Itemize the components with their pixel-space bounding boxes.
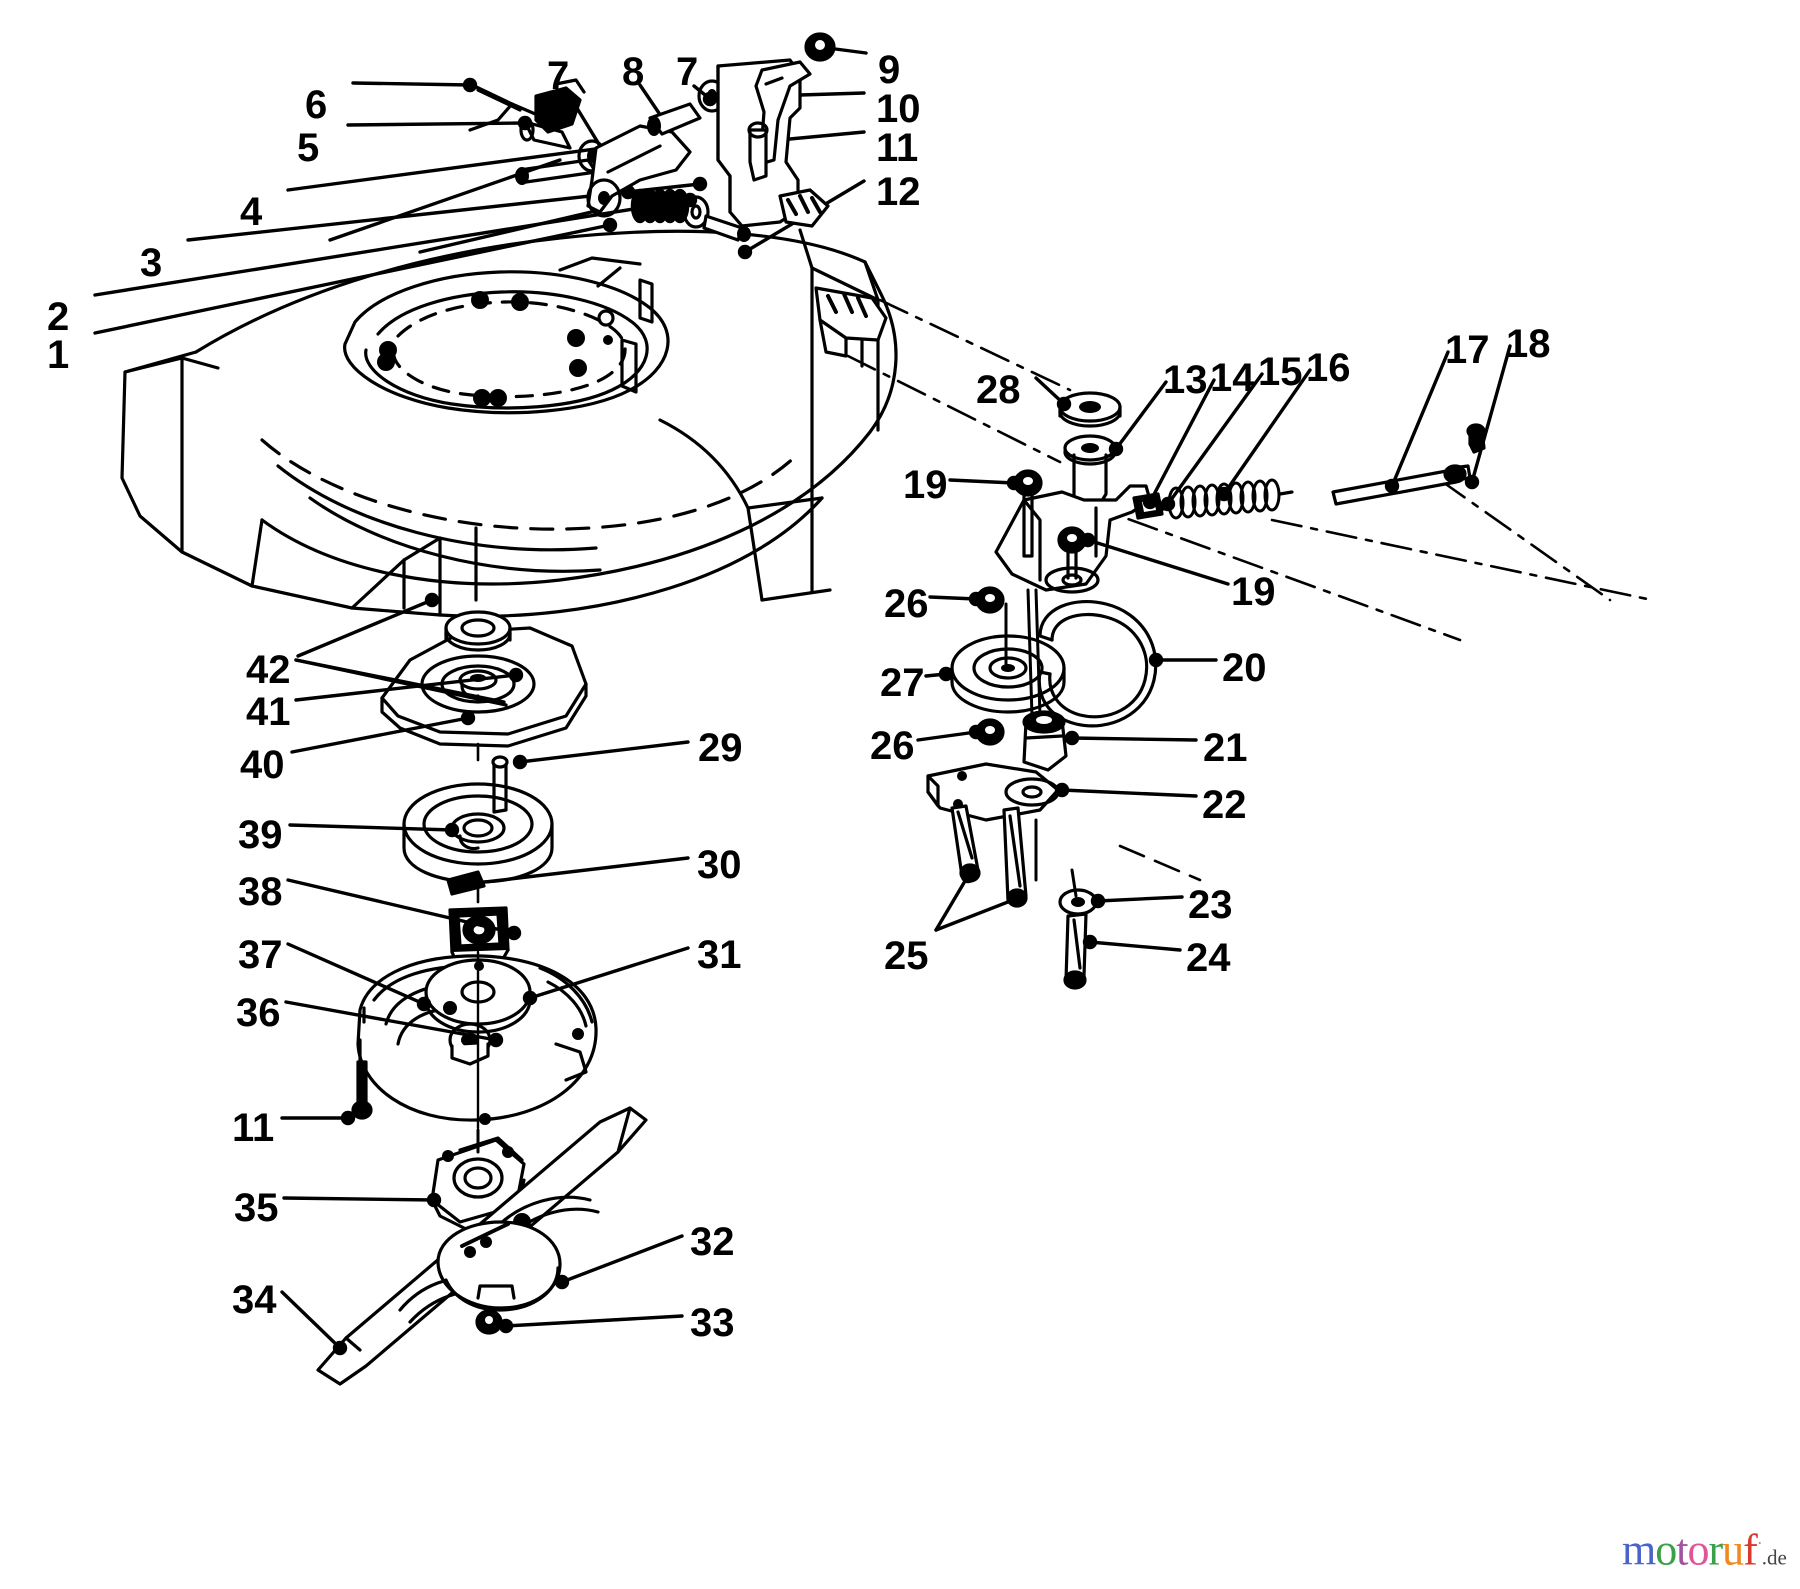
callout-number-33: 33 [690,1301,735,1345]
callout-number-15: 15 [1258,350,1303,394]
callout-number-19b: 19 [1231,570,1276,614]
callout-number-22: 22 [1202,783,1247,827]
callout-number-2: 2 [47,295,70,339]
callout-number-11a: 11 [876,126,919,170]
watermark-letter-o-1: o [1655,1525,1677,1575]
callout-number-37: 37 [238,933,283,977]
callout-number-32: 32 [690,1220,735,1264]
callout-number-42: 42 [246,648,291,692]
callout-number-14: 14 [1210,356,1255,400]
watermark-letter-f-6: f [1743,1525,1758,1575]
callout-number-27: 27 [880,661,925,705]
callout-number-40: 40 [240,743,285,787]
callout-number-36: 36 [236,991,281,1035]
callout-number-34: 34 [232,1278,277,1322]
callout-number-26b: 26 [870,724,915,768]
callout-number-28: 28 [976,368,1021,412]
callout-number-5: 5 [297,126,320,170]
mower-deck-housing [120,228,898,618]
watermark-superscript-dot: · [1756,1533,1763,1553]
callout-number-3: 3 [140,241,163,285]
callout-number-11b: 11 [232,1106,275,1150]
callout-number-7a: 7 [547,54,570,98]
spindle-stack [316,610,648,1386]
watermark-tld: .de [1761,1545,1787,1570]
callout-number-41: 41 [246,690,291,734]
callout-number-19a: 19 [903,463,948,507]
leader-lines-lower-right [460,740,690,1334]
callout-number-23: 23 [1188,883,1233,927]
motoruf-watermark: motoruf·.de [1622,1512,1792,1575]
callout-number-16: 16 [1306,346,1351,390]
watermark-letter-m-0: m [1622,1525,1656,1575]
callout-number-39: 39 [238,813,283,857]
leader-lines-lower-left [280,592,524,1356]
callout-number-17: 17 [1445,328,1490,372]
callout-number-6: 6 [305,83,328,127]
callout-number-12: 12 [876,170,921,214]
callout-number-25: 25 [884,934,929,978]
callout-number-9: 9 [878,48,901,92]
callout-number-13: 13 [1163,358,1208,402]
callout-number-7b: 7 [676,50,699,94]
callout-number-8: 8 [622,50,645,94]
callout-number-4: 4 [240,190,263,234]
watermark-letter-r-4: r [1708,1525,1723,1575]
callout-number-31: 31 [697,933,742,977]
callout-number-35: 35 [234,1186,279,1230]
callout-number-21: 21 [1203,726,1248,770]
callout-number-18: 18 [1506,322,1551,366]
callout-number-38: 38 [238,870,283,914]
callout-number-20: 20 [1222,646,1267,690]
idler-assembly [846,298,1654,990]
callout-number-24: 24 [1186,936,1231,980]
callout-number-29: 29 [698,726,743,770]
callout-number-30: 30 [697,843,742,887]
watermark-letter-o-3: o [1687,1525,1709,1575]
watermark-letter-u-5: u [1722,1525,1744,1575]
upper-linkage-parts [468,32,888,368]
callout-number-10: 10 [876,87,921,131]
leader-lines-right [916,344,1512,952]
callout-number-1: 1 [47,333,70,377]
callout-number-26a: 26 [884,582,929,626]
watermark-letter-t-2: t [1676,1525,1688,1575]
